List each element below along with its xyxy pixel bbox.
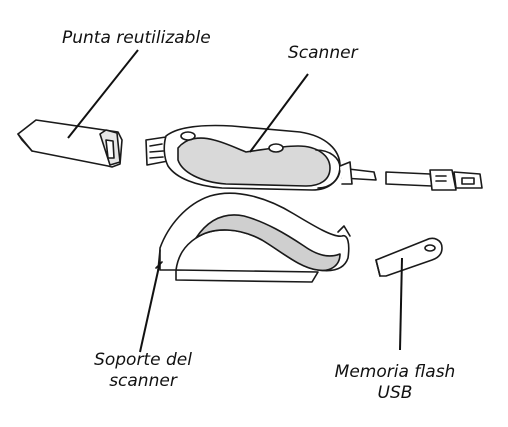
- tip-leader-line: [67, 49, 139, 139]
- scanner-label: Scanner: [288, 43, 358, 63]
- stand-label-line1: Soporte del: [94, 350, 192, 370]
- usb-cable-illustration: [385, 169, 483, 191]
- reusable-tip-illustration: [17, 119, 123, 168]
- stand-label-line2: scanner: [109, 371, 177, 391]
- scanner-illustration: [145, 124, 377, 191]
- usb-flash-illustration: [375, 237, 443, 277]
- scanner-stand-illustration: [155, 192, 351, 283]
- tip-label: Punta reutilizable: [62, 28, 211, 48]
- stand-leader-line: [139, 261, 161, 353]
- usb-leader-line: [399, 257, 403, 351]
- scanner-leader-line: [249, 73, 309, 153]
- usb-label: Memoria flash USB: [326, 362, 464, 404]
- stand-label: Soporte del scanner: [84, 350, 202, 392]
- usb-label-line2: USB: [377, 383, 413, 403]
- usb-label-line1: Memoria flash: [334, 362, 456, 382]
